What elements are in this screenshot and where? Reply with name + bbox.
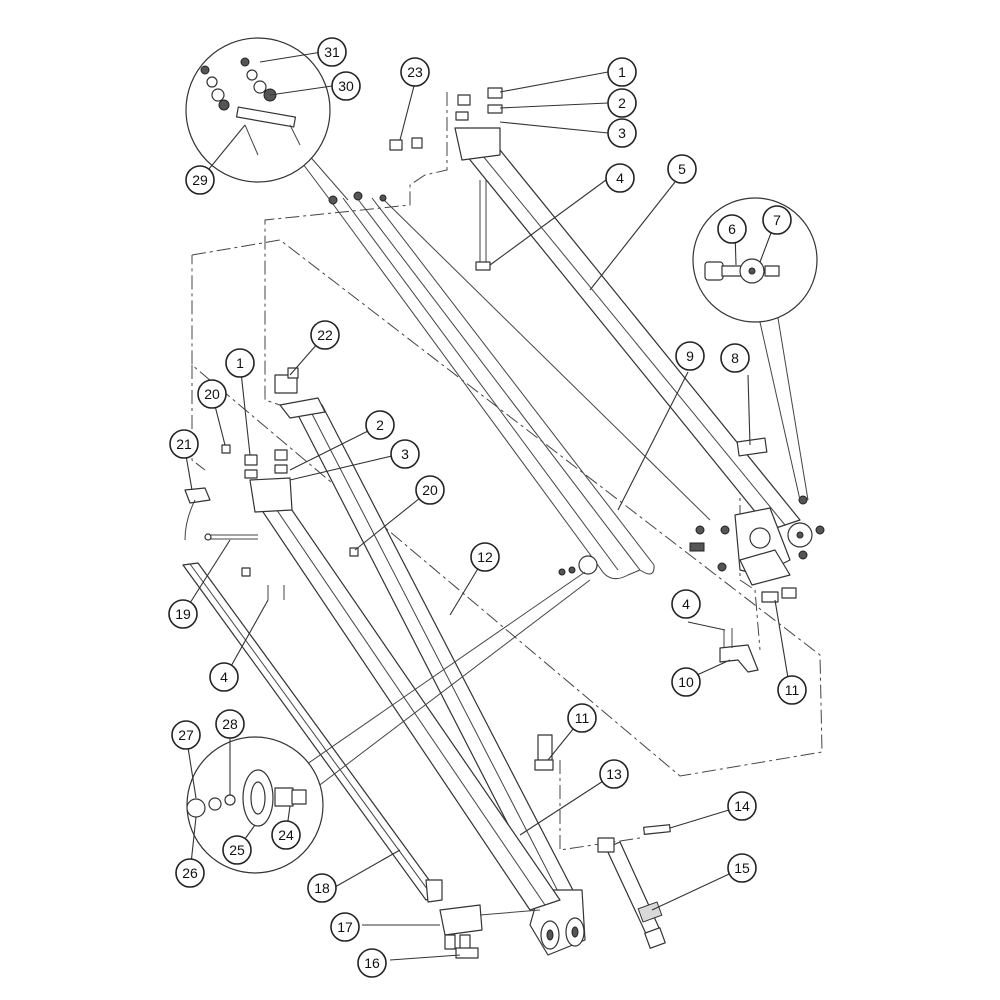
callout-14: 14 [727, 791, 757, 821]
callout-19: 19 [168, 599, 198, 629]
callout-21: 21 [169, 429, 199, 459]
callout-13: 13 [599, 759, 629, 789]
callout-bubbles: 1 2 3 4 5 6 7 8 9 10 11 11 12 13 14 15 1… [168, 37, 807, 978]
callout-9: 9 [675, 341, 705, 371]
callout-2b: 2 [365, 410, 395, 440]
callout-24: 24 [271, 820, 301, 850]
callout-label: 2 [618, 95, 626, 111]
callout-label: 24 [278, 827, 294, 843]
callout-label: 12 [477, 549, 493, 565]
callout-label: 19 [175, 606, 191, 622]
main-beam [279, 397, 586, 956]
upper-rail [454, 87, 801, 531]
callout-label: 13 [606, 766, 622, 782]
callout-label: 6 [728, 221, 736, 237]
callout-11b: 11 [567, 703, 597, 733]
detail-circle-top [185, 37, 331, 183]
callout-1b: 1 [225, 348, 255, 378]
callout-label: 20 [204, 386, 220, 402]
bracket-10 [719, 628, 759, 673]
callout-22: 22 [310, 320, 340, 350]
callout-label: 10 [678, 674, 694, 690]
callout-4: 4 [605, 163, 635, 193]
callout-label: 8 [731, 350, 739, 366]
callout-label: 1 [618, 64, 626, 80]
detail-circle-right [692, 197, 818, 323]
callout-1: 1 [607, 57, 637, 87]
callout-label: 30 [338, 78, 354, 94]
callout-17: 17 [330, 912, 360, 942]
detail-circle-bottom [186, 736, 324, 874]
callout-15: 15 [727, 853, 757, 883]
callout-18: 18 [307, 873, 337, 903]
callout-label: 5 [678, 161, 686, 177]
callout-label: 16 [364, 955, 380, 971]
callout-7: 7 [762, 205, 792, 235]
callout-16: 16 [357, 948, 387, 978]
callout-31: 31 [317, 37, 347, 67]
callout-23: 23 [400, 57, 430, 87]
cylinder [597, 824, 671, 949]
slide-channel [182, 562, 443, 903]
small-parts [184, 137, 797, 771]
callout-label: 20 [422, 482, 438, 498]
cables [328, 191, 711, 580]
callout-28: 28 [215, 709, 245, 739]
callout-label: 15 [734, 860, 750, 876]
callout-2: 2 [607, 88, 637, 118]
callout-label: 31 [324, 44, 340, 60]
callout-label: 1 [236, 355, 244, 371]
callout-label: 22 [317, 327, 333, 343]
callout-3: 3 [607, 118, 637, 148]
callout-8: 8 [720, 343, 750, 373]
callout-label: 9 [686, 348, 694, 364]
callout-25: 25 [222, 835, 252, 865]
callout-label: 3 [618, 125, 626, 141]
callout-20b: 20 [415, 475, 445, 505]
callout-label: 27 [178, 727, 194, 743]
callout-4c: 4 [209, 662, 239, 692]
callout-label: 25 [229, 842, 245, 858]
callout-20a: 20 [197, 379, 227, 409]
pin-19 [204, 533, 258, 541]
callout-label: 3 [401, 446, 409, 462]
callout-label: 21 [176, 436, 192, 452]
callout-12: 12 [470, 542, 500, 572]
callout-label: 18 [314, 880, 330, 896]
callout-27: 27 [171, 720, 201, 750]
callout-label: 17 [337, 919, 353, 935]
callout-3b: 3 [390, 439, 420, 469]
callout-5: 5 [667, 154, 697, 184]
left-rail-bracket [249, 477, 293, 513]
hinge-assembly [439, 904, 541, 959]
callout-label: 23 [407, 64, 423, 80]
callout-26: 26 [175, 858, 205, 888]
callout-label: 29 [192, 172, 208, 188]
callout-label: 28 [222, 716, 238, 732]
callout-4b: 4 [671, 589, 701, 619]
callout-11a: 11 [777, 675, 807, 705]
upper-rail-bracket [454, 127, 501, 161]
callout-label: 4 [616, 170, 624, 186]
left-rail [244, 449, 561, 911]
callout-label: 4 [682, 596, 690, 612]
callout-label: 4 [220, 669, 228, 685]
callout-30: 30 [331, 71, 361, 101]
callout-label: 2 [376, 417, 384, 433]
callout-6: 6 [717, 214, 747, 244]
callout-label: 11 [785, 682, 800, 698]
callout-label: 7 [773, 212, 781, 228]
upper-boundary [264, 92, 448, 416]
main-beam-head [279, 397, 326, 419]
callout-label: 26 [182, 865, 198, 881]
callout-10: 10 [671, 667, 701, 697]
callout-29: 29 [185, 165, 215, 195]
pulley-bracket [689, 495, 825, 586]
lower-loop [191, 365, 206, 471]
callout-label: 14 [734, 798, 750, 814]
callout-label: 11 [575, 710, 590, 726]
